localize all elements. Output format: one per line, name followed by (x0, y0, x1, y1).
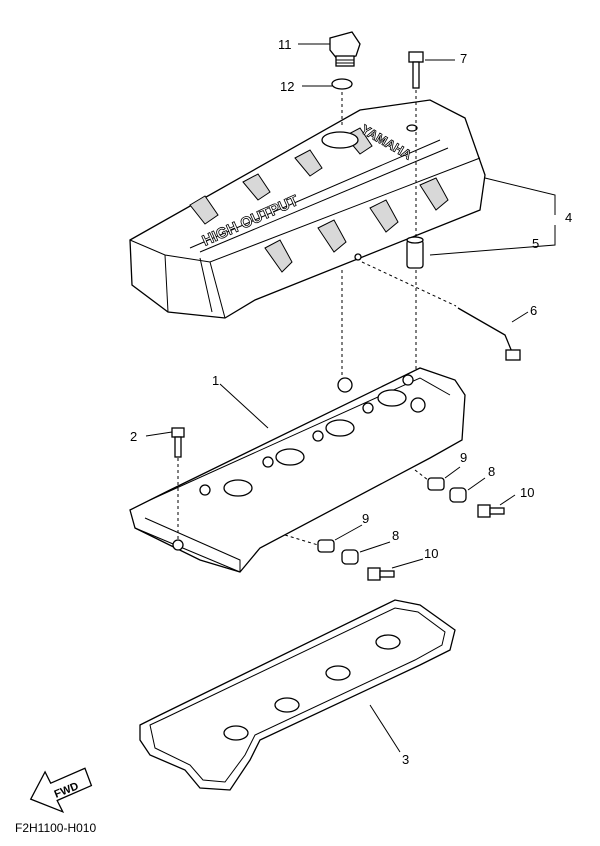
collar-set-lower (317, 539, 395, 581)
cover-bolt (408, 51, 424, 89)
callout-10b: 10 (424, 546, 438, 561)
callout-1: 1 (212, 373, 219, 388)
oil-filler-cap (329, 31, 361, 67)
callout-12: 12 (280, 79, 294, 94)
callout-7: 7 (460, 51, 467, 66)
callout-9b: 9 (362, 511, 369, 526)
sensor-lead (457, 307, 521, 361)
grommet (406, 236, 424, 269)
callout-6: 6 (530, 303, 537, 318)
o-ring (331, 78, 353, 90)
callout-10a: 10 (520, 485, 534, 500)
figure-code: F2H1100-H010 (15, 821, 96, 835)
callout-3: 3 (402, 752, 409, 767)
screw (171, 427, 185, 458)
cylinder-head-cover (129, 99, 486, 319)
callout-8a: 8 (488, 464, 495, 479)
leader-lines (145, 43, 556, 753)
callout-5: 5 (532, 236, 539, 251)
callout-9a: 9 (460, 450, 467, 465)
collar-set-upper (427, 477, 505, 518)
callout-8b: 8 (392, 528, 399, 543)
callout-2: 2 (130, 429, 137, 444)
gasket (139, 599, 456, 791)
head-cover-base (129, 367, 466, 573)
callout-4: 4 (565, 210, 572, 225)
callout-11: 11 (278, 37, 292, 52)
fwd-arrow-icon: FWD (29, 767, 93, 814)
